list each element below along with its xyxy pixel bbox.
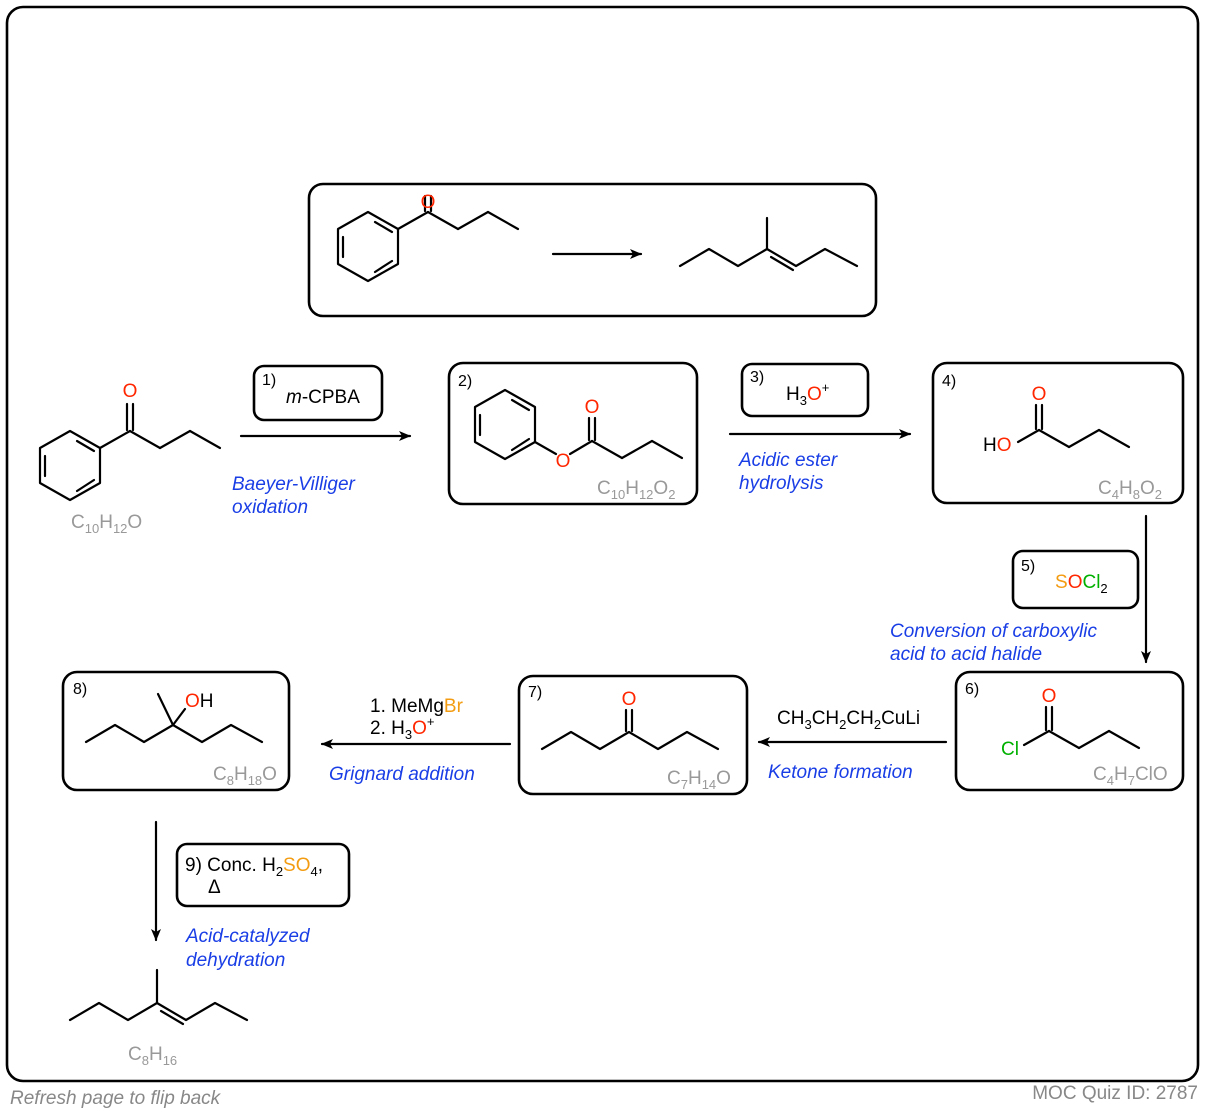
- phenyl-ester: O O: [473, 388, 684, 472]
- formula-compound-8: C8H18O: [213, 764, 277, 788]
- step-1-number: 1): [262, 372, 276, 389]
- acyl-carbonyl-oxygen: O: [1042, 686, 1057, 707]
- card-frame: [5, 5, 1200, 1083]
- description-step-3-line-2: hydrolysis: [739, 473, 824, 494]
- refresh-hint[interactable]: Refresh page to flip back: [10, 1088, 221, 1109]
- step-3-reagent: H3O+: [786, 380, 829, 408]
- compound-box-7: [517, 674, 749, 796]
- final-alkene: [68, 968, 249, 1026]
- hydroxyl-group: OH: [185, 691, 214, 712]
- step-1-reagent: m-CPBA: [286, 387, 360, 408]
- butanoyl-chloride: Cl O: [1001, 686, 1141, 760]
- problem-target-alkene: [678, 216, 859, 272]
- problem-starting-ketone: O: [336, 192, 520, 283]
- heptanone: O: [540, 689, 720, 751]
- compound-box-6: [954, 670, 1185, 792]
- grignard-reagent-line-2: 2. H3O+: [370, 714, 434, 742]
- step-3-number: 3): [750, 369, 764, 386]
- acid-carbonyl-oxygen: O: [1032, 384, 1047, 405]
- compound-8-number: 8): [73, 681, 87, 698]
- problem-box: [307, 182, 878, 318]
- cuprate-reagent: CH3CH2CH2CuLi: [777, 708, 920, 732]
- chlorine-atom: Cl: [1001, 739, 1019, 760]
- butanoic-acid: HO O: [983, 384, 1131, 456]
- step-1-reagent-box: [252, 364, 384, 422]
- step-5-number: 5): [1021, 558, 1035, 575]
- compound-box-4: [931, 361, 1185, 505]
- formula-starting-material: C10H12O: [71, 512, 142, 536]
- formula-final-product: C8H16: [128, 1044, 177, 1068]
- tertiary-alcohol: OH: [84, 691, 264, 744]
- description-step-1-line-2: oxidation: [232, 497, 308, 518]
- carbonyl-oxygen: O: [123, 381, 138, 402]
- compound-2-number: 2): [458, 373, 472, 390]
- description-step-3-line-1: Acidic ester: [738, 450, 838, 471]
- description-step-5-line-1: Conversion of carboxylic: [890, 621, 1097, 642]
- formula-compound-4: C4H8O2: [1098, 478, 1162, 502]
- compound-6-number: 6): [965, 681, 979, 698]
- ketone-carbonyl-oxygen: O: [622, 689, 637, 710]
- step-9-reagent-line-2: Δ: [208, 877, 221, 898]
- step-3-reagent-box: [740, 362, 870, 418]
- ester-carbonyl-oxygen: O: [585, 397, 600, 418]
- quiz-id: MOC Quiz ID: 2787: [1032, 1083, 1198, 1104]
- description-step-9-line-2: dehydration: [186, 950, 285, 971]
- step-5-reagent: SOCl2: [1055, 572, 1108, 596]
- compound-box-2: [447, 361, 699, 506]
- formula-compound-2: C10H12O2: [597, 478, 675, 502]
- description-step-7: Grignard addition: [329, 764, 475, 785]
- step-9-reagent-box: [175, 842, 351, 908]
- step-9-reagent-line-1: 9) Conc. H2SO4,: [185, 855, 323, 879]
- carbonyl-oxygen: O: [421, 192, 436, 213]
- compound-4-number: 4): [942, 373, 956, 390]
- compound-7-number: 7): [528, 684, 542, 701]
- grignard-reagent-line-1: 1. MeMgBr: [370, 696, 464, 717]
- formula-compound-7: C7H14O: [667, 768, 731, 792]
- description-step-1-line-1: Baeyer-Villiger: [232, 474, 356, 495]
- description-step-9-line-1: Acid-catalyzed: [185, 926, 311, 947]
- formula-compound-6: C4H7ClO: [1093, 764, 1168, 788]
- starting-ketone: O: [38, 381, 222, 502]
- compound-box-8: [61, 670, 291, 792]
- description-step-5-line-2: acid to acid halide: [890, 644, 1042, 665]
- hydroxyl-group: HO: [983, 435, 1012, 456]
- description-step-6: Ketone formation: [768, 762, 913, 783]
- step-5-reagent-box: [1011, 549, 1140, 610]
- ester-bridging-oxygen: O: [556, 451, 571, 472]
